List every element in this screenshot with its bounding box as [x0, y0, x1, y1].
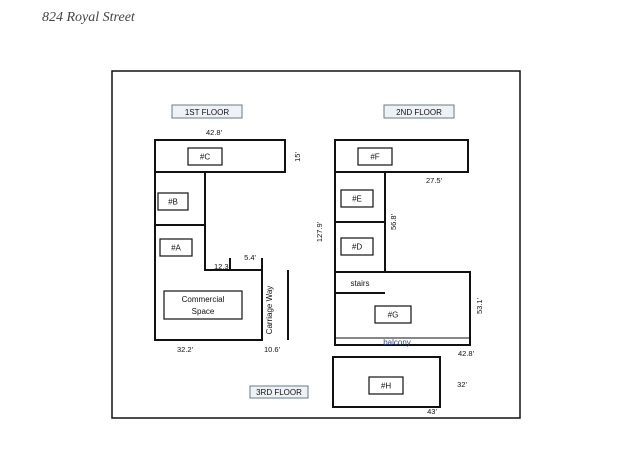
floor-label-third: 3RD FLOOR — [249, 385, 309, 399]
svg-text:#C: #C — [200, 153, 210, 162]
unit-e: #E — [340, 189, 374, 208]
svg-text:1ST FLOOR: 1ST FLOOR — [185, 108, 230, 117]
unit-c: #C — [187, 147, 223, 166]
carriage-way-label: Carriage Way — [265, 286, 274, 335]
svg-text:Space: Space — [192, 307, 215, 316]
svg-text:#F: #F — [370, 153, 379, 162]
page-title: 824 Royal Street — [42, 10, 135, 25]
unit-h: #H — [368, 376, 404, 395]
svg-text:#A: #A — [171, 244, 181, 253]
dim-27-5: 27.5' — [426, 176, 443, 185]
svg-text:#E: #E — [352, 195, 362, 204]
svg-text:3RD FLOOR: 3RD FLOOR — [256, 388, 302, 397]
dim-10-6: 10.6' — [264, 345, 281, 354]
stairs-label: stairs — [350, 279, 369, 288]
dim-5-4: 5.4' — [244, 253, 256, 262]
floor-label-first: 1ST FLOOR — [171, 104, 243, 119]
svg-text:#G: #G — [388, 311, 399, 320]
svg-text:#H: #H — [381, 382, 391, 391]
balcony-label: balcony — [383, 338, 411, 347]
unit-g: #G — [374, 305, 412, 324]
plan-frame — [111, 70, 521, 419]
dim-42-8-top: 42.8' — [206, 128, 223, 137]
dim-12-3: 12.3' — [214, 262, 231, 271]
third-floor-outline — [332, 356, 441, 408]
unit-a: #A — [159, 238, 193, 257]
dim-32-2: 32.2' — [177, 345, 194, 354]
dim-56-8: 56.8' — [389, 213, 398, 230]
unit-b: #B — [157, 192, 189, 211]
dim-43: 43' — [427, 407, 437, 416]
first-floor-outline — [154, 139, 286, 341]
dim-32: 32' — [457, 380, 467, 389]
floor-label-second: 2ND FLOOR — [383, 104, 455, 119]
dim-53-1: 53.1' — [475, 297, 484, 314]
svg-text:2ND FLOOR: 2ND FLOOR — [396, 108, 442, 117]
svg-text:#B: #B — [168, 198, 178, 207]
unit-f: #F — [357, 147, 393, 166]
svg-text:#D: #D — [352, 243, 362, 252]
dim-127-9: 127.9' — [315, 221, 324, 242]
unit-d: #D — [340, 237, 374, 256]
svg-text:Commercial: Commercial — [182, 295, 225, 304]
dim-15: 15' — [293, 152, 302, 162]
dim-42-8-bottom: 42.8' — [458, 349, 475, 358]
commercial-space: Commercial Space — [163, 290, 243, 320]
